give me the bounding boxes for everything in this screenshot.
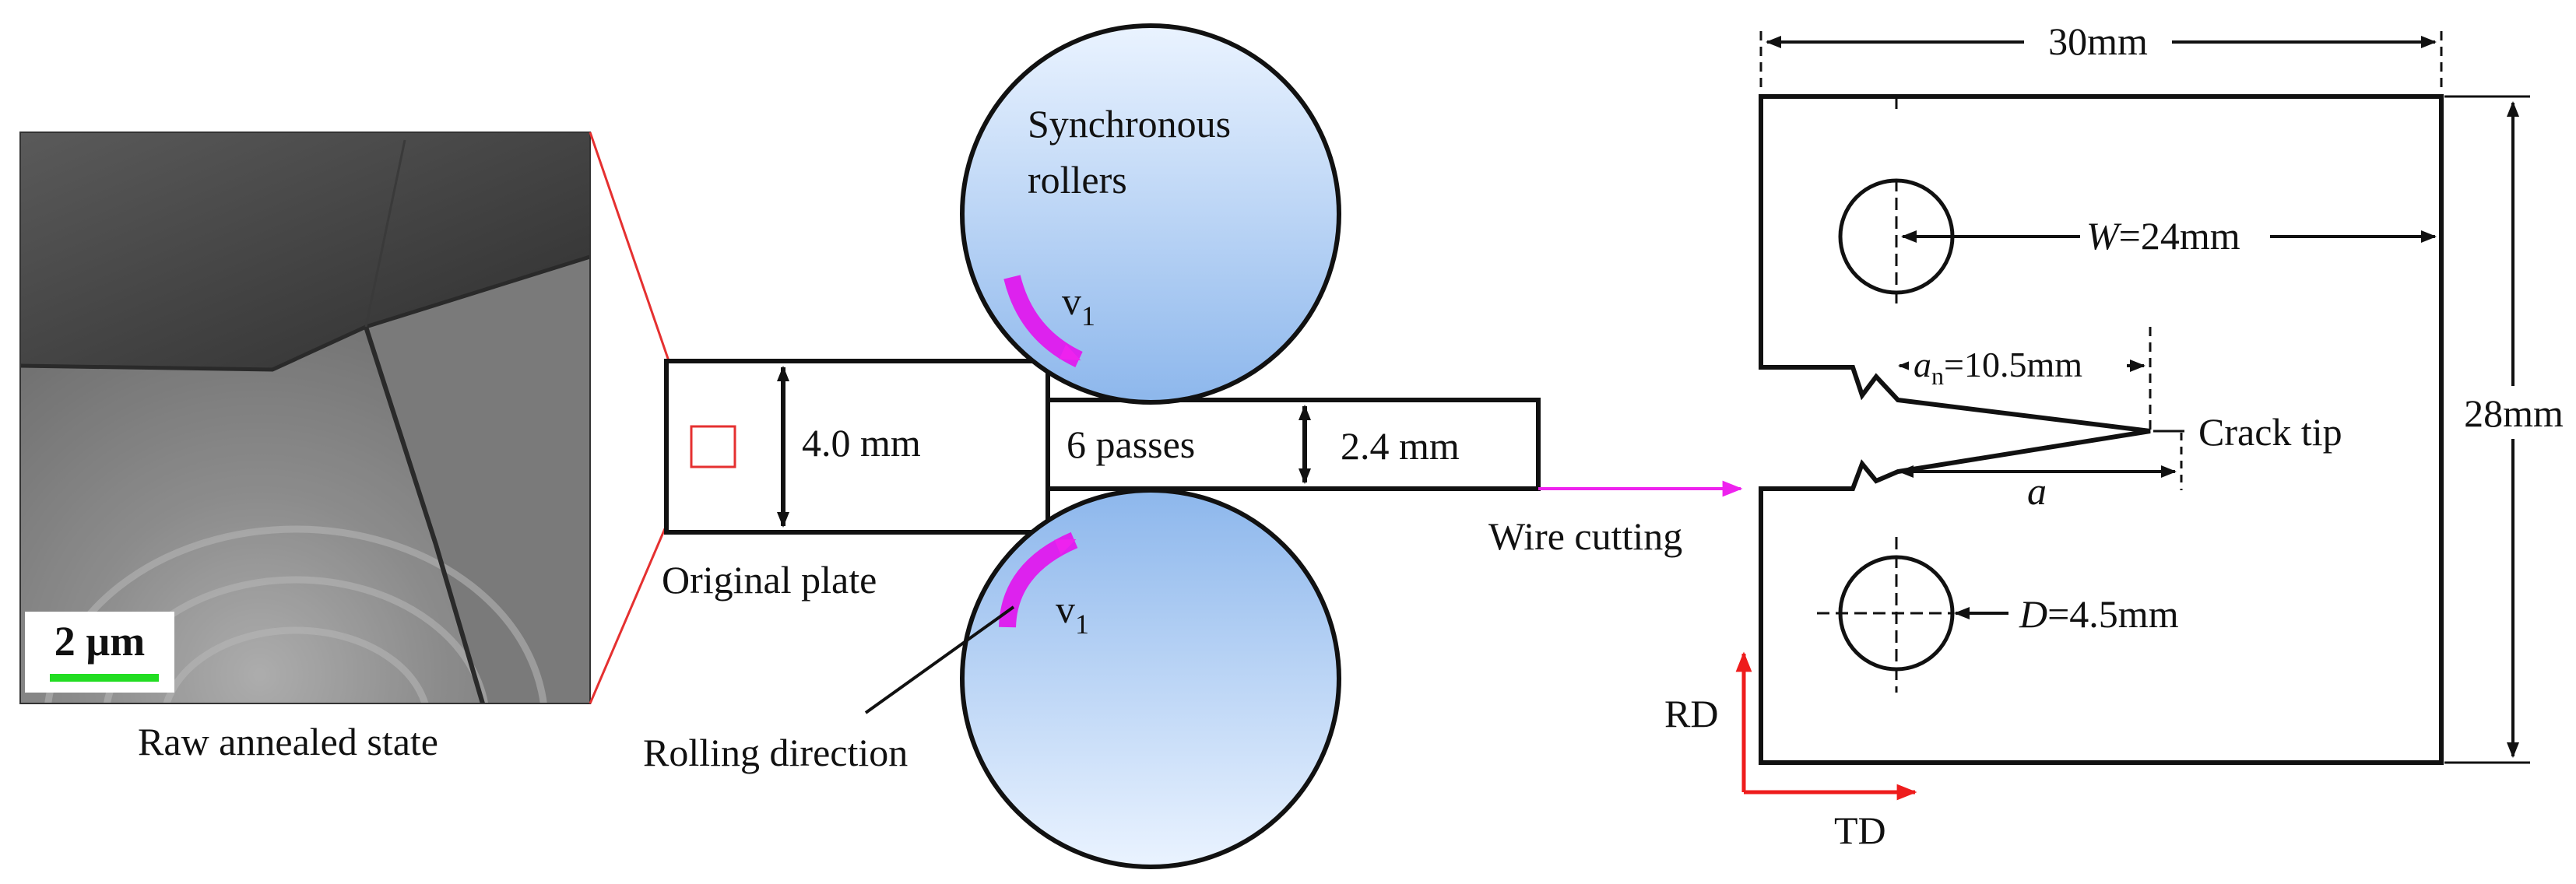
wire-cutting-label: Wire cutting: [1488, 514, 1682, 558]
height-label: 28mm: [2464, 391, 2564, 435]
rollers-label-line2: rollers: [1028, 158, 1127, 202]
bottom-roller: [960, 488, 1341, 869]
td-label: TD: [1834, 809, 1886, 852]
rolling-direction-label: Rolling direction: [643, 731, 908, 774]
rollers-label-line1: Synchronous: [1028, 102, 1231, 146]
bottom-velocity-label: v1: [1056, 588, 1089, 640]
scale-bar: [50, 674, 159, 682]
bottom-roller-rotation-arrow: [999, 531, 1078, 628]
scale-bar-label: 2 µm: [54, 618, 146, 665]
rolled-plate: [1046, 398, 1541, 491]
passes-label: 6 passes: [1067, 423, 1195, 466]
crack-tip-label: Crack tip: [2198, 410, 2342, 454]
final-thickness-label: 2.4 mm: [1341, 424, 1460, 468]
original-plate-label: Original plate: [662, 558, 877, 602]
w-dimension-label: W=24mm: [2086, 214, 2240, 258]
top-roller: [960, 23, 1341, 405]
top-roller-rotation-arrow: [1003, 275, 1083, 367]
rolling-direction-leader: [864, 605, 1015, 714]
rd-label: RD: [1664, 692, 1718, 735]
micrograph-caption: Raw annealed state: [138, 720, 438, 763]
sem-micrograph: [20, 132, 590, 703]
d-dimension-label: D=4.5mm: [2019, 592, 2179, 636]
original-thickness-label: 4.0 mm: [802, 421, 921, 465]
width-label: 30mm: [2048, 19, 2148, 63]
an-dimension-label: an=10.5mm: [1914, 345, 2082, 390]
top-velocity-label: v1: [1062, 279, 1095, 332]
a-dimension-label: a: [2027, 469, 2047, 513]
zoom-region-box: [690, 425, 736, 468]
